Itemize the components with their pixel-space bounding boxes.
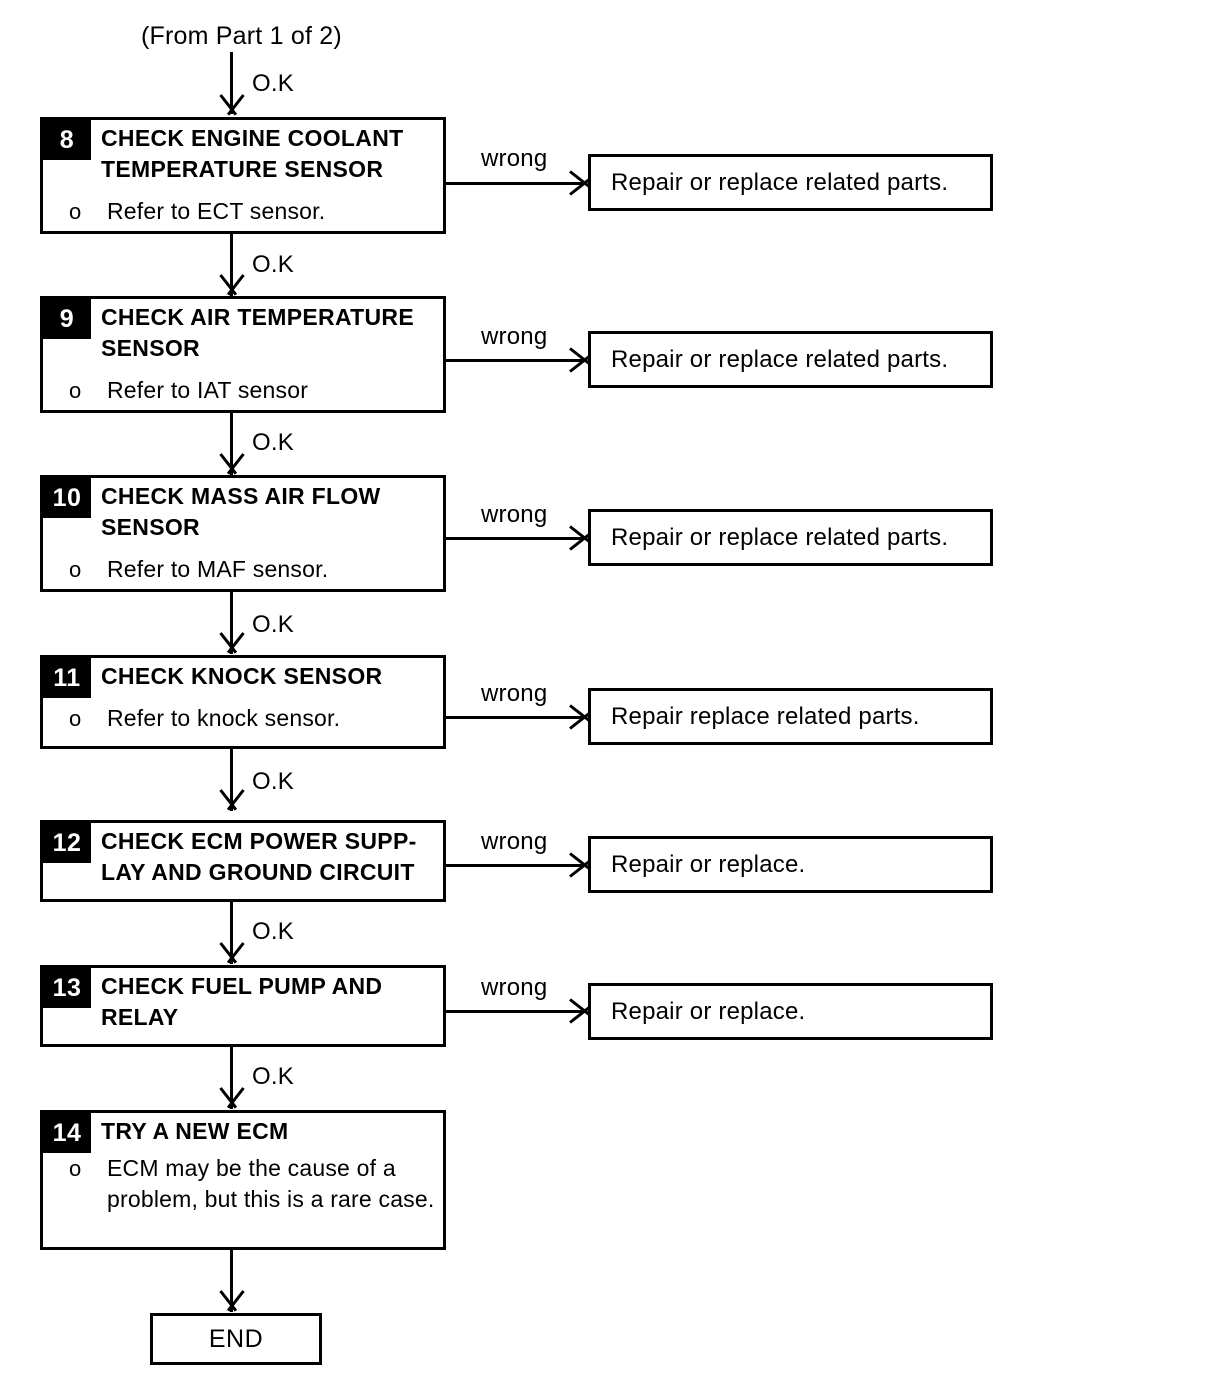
connector-wrong-line-9	[446, 359, 586, 362]
connector-end-line	[230, 1250, 233, 1312]
step-note-text-10: Refer to MAF sensor.	[107, 556, 329, 582]
connector-wrong-line-10	[446, 537, 586, 540]
edge-label-ok-10: O.K	[252, 611, 294, 638]
connector-ok-line-12	[230, 902, 233, 964]
edge-label-wrong-13: wrong	[481, 974, 548, 1001]
step-note-14: o ECM may be the cause of a problem, but…	[69, 1153, 437, 1215]
connector-entry-arrow	[215, 95, 249, 117]
edge-label-ok-12: O.K	[252, 918, 294, 945]
step-note-11: o Refer to knock sensor.	[69, 703, 437, 734]
step-note-10: o Refer to MAF sensor.	[69, 554, 437, 585]
edge-label-ok-9: O.K	[252, 429, 294, 456]
step-title-13: CHECK FUEL PUMP AND RELAY	[101, 973, 383, 1030]
result-box-12[interactable]: Repair or replace.	[588, 836, 993, 893]
edge-label-wrong-9: wrong	[481, 323, 548, 350]
step-note-text-11: Refer to knock sensor.	[107, 705, 341, 731]
connector-ok-arrow-11	[215, 790, 249, 812]
connector-ok-arrow-13	[215, 1088, 249, 1110]
step-box-11[interactable]: 11 CHECK KNOCK SENSOR o Refer to knock s…	[40, 655, 446, 749]
result-box-8[interactable]: Repair or replace related parts.	[588, 154, 993, 211]
step-note-text-8: Refer to ECT sensor.	[107, 198, 326, 224]
result-box-10[interactable]: Repair or replace related parts.	[588, 509, 993, 566]
step-box-14[interactable]: 14 TRY A NEW ECM o ECM may be the cause …	[40, 1110, 446, 1250]
result-text-12: Repair or replace.	[611, 850, 806, 878]
step-number-badge-11: 11	[43, 658, 91, 698]
connector-wrong-line-8	[446, 182, 586, 185]
step-title-10: CHECK MASS AIR FLOW SENSOR	[101, 483, 381, 540]
step-note-9: o Refer to IAT sensor	[69, 375, 437, 406]
connector-ok-line-11	[230, 749, 233, 811]
result-text-11: Repair replace related parts.	[611, 702, 920, 730]
step-box-9[interactable]: 9 CHECK AIR TEMPERATURE SENSOR o Refer t…	[40, 296, 446, 413]
connector-ok-line-10	[230, 592, 233, 654]
edge-label-ok-11: O.K	[252, 768, 294, 795]
step-box-8[interactable]: 8 CHECK ENGINE COOLANT TEMPERATURE SENSO…	[40, 117, 446, 234]
step-box-12[interactable]: 12 CHECK ECM POWER SUPP-LAY AND GROUND C…	[40, 820, 446, 902]
connector-ok-arrow-12	[215, 943, 249, 965]
step-number-badge-13: 13	[43, 968, 91, 1008]
result-box-13[interactable]: Repair or replace.	[588, 983, 993, 1040]
connector-wrong-line-12	[446, 864, 586, 867]
bullet-icon: o	[69, 199, 82, 224]
connector-entry-line	[230, 52, 233, 114]
step-number-badge-12: 12	[43, 823, 91, 863]
connector-ok-arrow-10	[215, 633, 249, 655]
edge-label-wrong-11: wrong	[481, 680, 548, 707]
step-number-badge-10: 10	[43, 478, 91, 518]
connector-ok-arrow-9	[215, 454, 249, 476]
result-text-8: Repair or replace related parts.	[611, 168, 949, 196]
edge-label-ok-8: O.K	[252, 251, 294, 278]
edge-label-wrong-12: wrong	[481, 828, 548, 855]
bullet-icon: o	[69, 706, 82, 731]
step-title-11: CHECK KNOCK SENSOR	[101, 663, 383, 689]
result-text-13: Repair or replace.	[611, 997, 806, 1025]
connector-ok-line-9	[230, 413, 233, 475]
step-note-8: o Refer to ECT sensor.	[69, 196, 437, 227]
connector-wrong-line-13	[446, 1010, 586, 1013]
connector-ok-line-13	[230, 1047, 233, 1109]
edge-label-ok-13: O.K	[252, 1063, 294, 1090]
step-note-text-9: Refer to IAT sensor	[107, 377, 309, 403]
end-label: END	[208, 1324, 264, 1353]
bullet-icon: o	[69, 378, 82, 403]
step-box-13[interactable]: 13 CHECK FUEL PUMP AND RELAY	[40, 965, 446, 1047]
result-text-9: Repair or replace related parts.	[611, 345, 949, 373]
step-number-badge-8: 8	[43, 120, 91, 160]
bullet-icon: o	[69, 1156, 82, 1181]
edge-label-ok-entry: O.K	[252, 70, 294, 97]
end-box[interactable]: END	[150, 1313, 322, 1365]
result-box-11[interactable]: Repair replace related parts.	[588, 688, 993, 745]
connector-ok-line-8	[230, 234, 233, 296]
step-number-badge-14: 14	[43, 1113, 91, 1153]
edge-label-wrong-10: wrong	[481, 501, 548, 528]
step-title-12: CHECK ECM POWER SUPP-LAY AND GROUND CIRC…	[101, 828, 417, 885]
step-box-10[interactable]: 10 CHECK MASS AIR FLOW SENSOR o Refer to…	[40, 475, 446, 592]
result-text-10: Repair or replace related parts.	[611, 523, 949, 551]
step-note-text-14: ECM may be the cause of a problem, but t…	[107, 1155, 435, 1212]
connector-end-arrow	[215, 1291, 249, 1313]
edge-label-wrong-8: wrong	[481, 145, 548, 172]
step-title-9: CHECK AIR TEMPERATURE SENSOR	[101, 304, 414, 361]
from-part-caption: (From Part 1 of 2)	[141, 22, 342, 50]
step-title-14: TRY A NEW ECM	[101, 1118, 289, 1144]
connector-wrong-line-11	[446, 716, 586, 719]
step-number-badge-9: 9	[43, 299, 91, 339]
connector-ok-arrow-8	[215, 275, 249, 297]
step-title-8: CHECK ENGINE COOLANT TEMPERATURE SENSOR	[101, 125, 404, 182]
result-box-9[interactable]: Repair or replace related parts.	[588, 331, 993, 388]
bullet-icon: o	[69, 557, 82, 582]
